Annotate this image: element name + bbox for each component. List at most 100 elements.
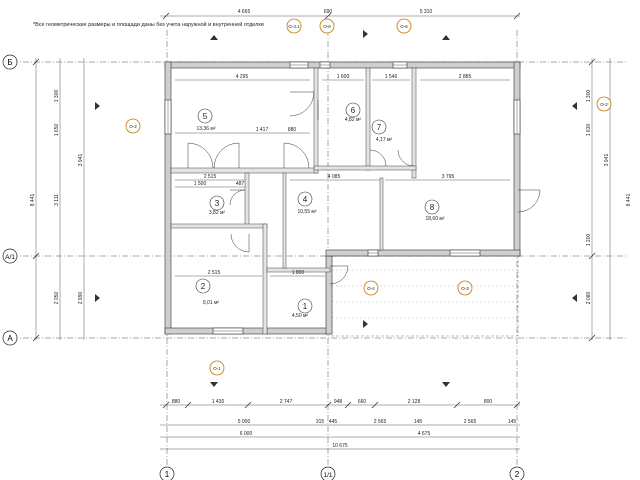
dim-left-2: 3 111 bbox=[54, 194, 60, 206]
dim-left-6: 2 990 bbox=[78, 292, 84, 305]
opening-labels: О-4.1 О-6 О-6 О-2 О-2 О-1 О-4 О-3 bbox=[129, 24, 608, 371]
dim-left-5: 8 441 bbox=[30, 194, 36, 207]
room-area-5: 13,36 м² bbox=[196, 126, 215, 132]
opening-label-o2-right: О-2 bbox=[600, 102, 608, 107]
axis-label-2: 2 bbox=[515, 470, 520, 479]
dim-b1-3: 948 bbox=[334, 399, 343, 405]
dim-mid-5: 1 500 bbox=[194, 181, 207, 187]
section-arrow-top-5 bbox=[363, 30, 368, 38]
room-number-4: 4 bbox=[303, 195, 308, 204]
dim-top-1: 690 bbox=[324, 9, 333, 15]
dim-left-1: 1 650 bbox=[54, 124, 60, 137]
dim-mid-6: 487 bbox=[236, 181, 245, 187]
axis-label-a1: А/1 bbox=[5, 254, 15, 261]
dim-right-2: 3 941 bbox=[604, 154, 610, 167]
room-area-7: 4,17 м² bbox=[376, 137, 393, 143]
dim-b2-4: 145 bbox=[414, 419, 423, 425]
dim-left-3: 2 050 bbox=[54, 292, 60, 305]
room-number-2: 2 bbox=[201, 282, 206, 291]
room-circles bbox=[195, 102, 440, 314]
room-area-6: 4,82 м² bbox=[345, 117, 362, 123]
dim-mid-4: 3 795 bbox=[442, 174, 455, 180]
general-note: *Все геометрические размеры и площади да… bbox=[33, 22, 264, 28]
opening-label-o3: О-3 bbox=[461, 286, 469, 291]
dim-b2-6: 145 bbox=[508, 419, 517, 425]
dim-b3-0: 6 000 bbox=[240, 431, 253, 437]
section-arrow-bottom-2 bbox=[442, 382, 450, 387]
dim-mid-2: 2 515 bbox=[204, 174, 217, 180]
section-arrow-top-2 bbox=[442, 35, 450, 40]
dim-right-3: 8 441 bbox=[626, 194, 632, 207]
axis-lines bbox=[12, 30, 628, 470]
dim-b1-5: 2 128 bbox=[408, 399, 421, 405]
room-area-4: 10,55 м² bbox=[297, 209, 316, 215]
dim-right-0: 1 300 bbox=[586, 90, 592, 103]
dim-top-inner-3: 2 885 bbox=[459, 74, 472, 80]
dimension-texts: 4 665 690 5 310 4 295 1 600 1 546 2 885 … bbox=[172, 9, 517, 449]
axis-label-1: 1 bbox=[165, 470, 170, 479]
dim-b2-3: 2 565 bbox=[374, 419, 387, 425]
internal-walls bbox=[170, 67, 417, 335]
section-arrow-right-1 bbox=[572, 102, 577, 110]
dimension-texts-vertical: 1 300 1 650 3 111 2 050 3 941 8 441 2 99… bbox=[30, 90, 632, 305]
room-area-3: 3,82 м² bbox=[209, 210, 226, 216]
room-number-5: 5 bbox=[203, 112, 208, 121]
dim-b2-5: 2 565 bbox=[464, 419, 477, 425]
dim-b3-1: 4 675 bbox=[418, 431, 431, 437]
section-arrow-right-3 bbox=[572, 294, 577, 302]
dim-b1-6: 800 bbox=[484, 399, 493, 405]
dim-left-0: 1 300 bbox=[54, 90, 60, 103]
dim-top-0: 4 665 bbox=[238, 9, 251, 15]
opening-label-o6: О-6 bbox=[323, 24, 331, 29]
room-numbers: 5 6 7 3 4 8 2 1 bbox=[201, 106, 435, 311]
dim-mid-3: 4 085 bbox=[328, 174, 341, 180]
section-arrow-top-4 bbox=[210, 35, 218, 40]
dim-mid-0: 1 417 bbox=[256, 127, 269, 133]
room-areas: 13,36 м² 4,82 м² 4,17 м² 3,82 м² 10,55 м… bbox=[196, 117, 444, 319]
ext-dim-lines bbox=[35, 15, 611, 450]
room-number-1: 1 bbox=[303, 302, 308, 311]
opening-label-o2-left: О-2 bbox=[129, 124, 137, 129]
room-number-7: 7 bbox=[377, 123, 382, 132]
room-area-1: 4,50 м² bbox=[292, 313, 309, 319]
dim-right-1: 1 630 bbox=[586, 124, 592, 137]
section-markers bbox=[95, 30, 577, 387]
dim-mid-1: 880 bbox=[288, 127, 297, 133]
window-glazing bbox=[167, 64, 518, 332]
dim-b1-0: 880 bbox=[172, 399, 181, 405]
dim-b1-4: 660 bbox=[358, 399, 367, 405]
dim-top-inner-2: 1 546 bbox=[385, 74, 398, 80]
dim-mid-7: 2 515 bbox=[208, 270, 221, 276]
section-arrow-left-3 bbox=[95, 294, 100, 302]
room-dim-lines bbox=[175, 79, 510, 277]
room-area-2: 9,01 м² bbox=[203, 300, 220, 306]
axis-label-1-1: 1/1 bbox=[323, 472, 332, 479]
dim-right-4: 1 200 bbox=[586, 234, 592, 247]
opening-label-o6-b: О-6 bbox=[400, 24, 408, 29]
terrace-lines bbox=[332, 269, 518, 319]
dim-b2-2: 445 bbox=[329, 419, 338, 425]
dim-b2-1: 315 bbox=[316, 419, 325, 425]
room-number-6: 6 bbox=[351, 106, 356, 115]
room-number-8: 8 bbox=[430, 203, 435, 212]
dim-b1-2: 2 747 bbox=[280, 399, 293, 405]
terrace-outline bbox=[331, 255, 519, 337]
dim-b1-1: 1 430 bbox=[212, 399, 225, 405]
dim-top-inner-1: 1 600 bbox=[337, 74, 350, 80]
section-arrow-bottom-5 bbox=[363, 320, 368, 328]
dim-b4-0: 10 675 bbox=[332, 443, 348, 449]
dim-right-5: 2 080 bbox=[586, 292, 592, 305]
dim-left-4: 3 941 bbox=[78, 154, 84, 167]
opening-label-o4-1: О-4 bbox=[367, 286, 375, 291]
opening-label-o5: О-4.1 bbox=[288, 24, 300, 29]
axis-label-a: А bbox=[7, 334, 13, 343]
axis-label-b: Б bbox=[7, 58, 12, 67]
dim-top-2: 5 310 bbox=[420, 9, 433, 15]
dim-top-inner-0: 4 295 bbox=[236, 74, 249, 80]
dim-ticks bbox=[32, 12, 596, 409]
dim-mid-8: 1 800 bbox=[292, 270, 305, 276]
dim-b2-0: 5 000 bbox=[238, 419, 251, 425]
opening-circles bbox=[125, 18, 612, 376]
section-arrow-bottom-4 bbox=[210, 382, 218, 387]
